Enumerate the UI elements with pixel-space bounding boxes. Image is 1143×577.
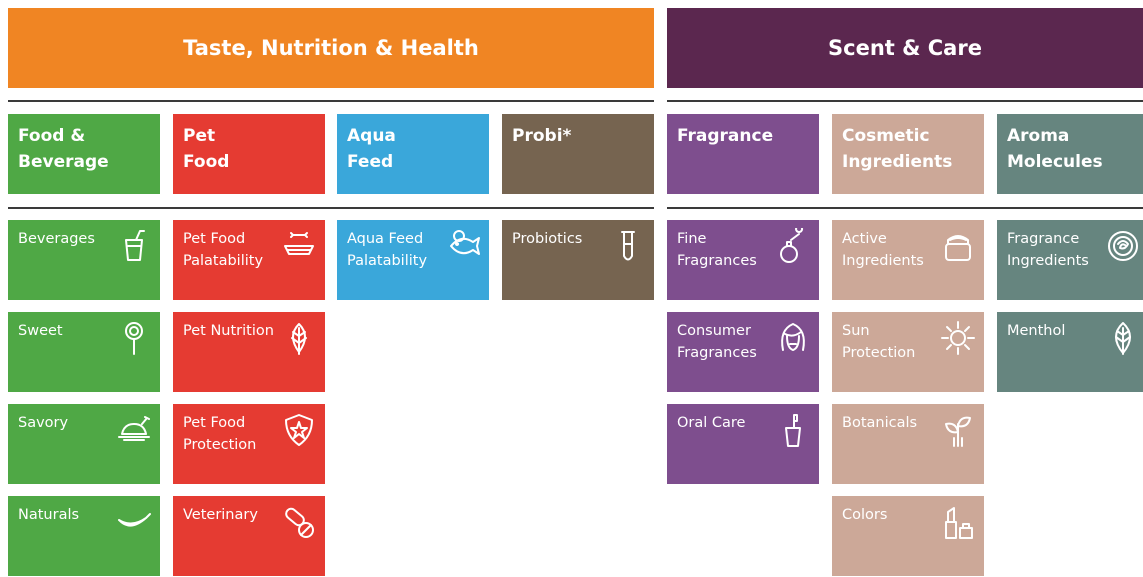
item-label: Active Ingredients xyxy=(842,231,924,269)
category-label: Cosmetic Ingredients xyxy=(842,126,953,172)
item-label: Naturals xyxy=(18,507,80,523)
category-label: Aqua Feed xyxy=(347,126,396,172)
item-label: Botanicals xyxy=(842,415,918,431)
cream-jar-icon xyxy=(940,228,976,264)
pills-icon xyxy=(281,504,317,540)
item-colors[interactable]: Colors xyxy=(832,496,984,576)
category-label: Pet Food xyxy=(183,126,230,172)
item-menthol[interactable]: Menthol xyxy=(997,312,1143,392)
item-sun-protection[interactable]: Sun Protection xyxy=(832,312,984,392)
item-fine-fragrances[interactable]: Fine Fragrances xyxy=(667,220,819,300)
mint-leaf-icon xyxy=(1105,320,1141,356)
item-botanicals[interactable]: Botanicals xyxy=(832,404,984,484)
item-probiotics[interactable]: Probiotics xyxy=(502,220,654,300)
category-cosmetic-ingredients[interactable]: Cosmetic Ingredients xyxy=(832,114,984,194)
leaf-icon xyxy=(281,320,317,356)
category-probi[interactable]: Probi* xyxy=(502,114,654,194)
lipstick-icon xyxy=(940,504,976,540)
item-label: Sweet xyxy=(18,323,63,339)
divider-taste-bottom xyxy=(8,207,654,209)
item-label: Beverages xyxy=(18,231,95,247)
category-label: Probi* xyxy=(512,126,572,146)
category-pet-food[interactable]: Pet Food xyxy=(173,114,325,194)
item-aqua-feed-palatability[interactable]: Aqua Feed Palatability xyxy=(337,220,489,300)
test-tube-icon xyxy=(610,228,646,264)
item-label: Probiotics xyxy=(512,231,583,247)
category-aroma-molecules[interactable]: Aroma Molecules xyxy=(997,114,1143,194)
item-sweet[interactable]: Sweet xyxy=(8,312,160,392)
item-label: Pet Food Palatability xyxy=(183,231,264,269)
perfume-bottle-icon xyxy=(775,228,811,264)
category-fragrance[interactable]: Fragrance xyxy=(667,114,819,194)
item-label: Pet Food Protection xyxy=(183,415,257,453)
item-label: Fragrance Ingredients xyxy=(1007,231,1089,269)
item-label: Veterinary xyxy=(183,507,258,523)
woman-face-icon xyxy=(775,320,811,356)
divider-scent-bottom xyxy=(667,207,1143,209)
item-label: Fine Fragrances xyxy=(677,231,757,269)
item-label: Savory xyxy=(18,415,69,431)
scent-care-banner: Scent & Care xyxy=(667,8,1143,88)
item-fragrance-ingredients[interactable]: Fragrance Ingredients xyxy=(997,220,1143,300)
toothbrush-cup-icon xyxy=(775,412,811,448)
category-label: Food & Beverage xyxy=(18,126,109,172)
fish-icon xyxy=(445,228,481,264)
item-label: Sun Protection xyxy=(842,323,916,361)
item-beverages[interactable]: Beverages xyxy=(8,220,160,300)
item-veterinary[interactable]: Veterinary xyxy=(173,496,325,576)
item-label: Menthol xyxy=(1007,323,1066,339)
shield-star-icon xyxy=(281,412,317,448)
divider-taste-top xyxy=(8,100,654,102)
item-pet-nutrition[interactable]: Pet Nutrition xyxy=(173,312,325,392)
plant-sprout-icon xyxy=(940,412,976,448)
chili-pepper-icon xyxy=(116,504,152,540)
item-pet-food-protection[interactable]: Pet Food Protection xyxy=(173,404,325,484)
lollipop-icon xyxy=(116,320,152,356)
pet-bowl-bone-icon xyxy=(281,228,317,264)
category-label: Fragrance xyxy=(677,126,774,146)
rose-icon xyxy=(1105,228,1141,264)
taste-nutrition-health-banner: Taste, Nutrition & Health xyxy=(8,8,654,88)
item-active-ingredients[interactable]: Active Ingredients xyxy=(832,220,984,300)
item-naturals[interactable]: Naturals xyxy=(8,496,160,576)
item-savory[interactable]: Savory xyxy=(8,404,160,484)
category-aqua-feed[interactable]: Aqua Feed xyxy=(337,114,489,194)
item-consumer-fragrances[interactable]: Consumer Fragrances xyxy=(667,312,819,392)
item-label: Colors xyxy=(842,507,888,523)
item-pet-food-palatability[interactable]: Pet Food Palatability xyxy=(173,220,325,300)
divider-scent-top xyxy=(667,100,1143,102)
item-label: Aqua Feed Palatability xyxy=(347,231,428,269)
item-label: Consumer Fragrances xyxy=(677,323,757,361)
item-oral-care[interactable]: Oral Care xyxy=(667,404,819,484)
category-food-beverage[interactable]: Food & Beverage xyxy=(8,114,160,194)
item-label: Pet Nutrition xyxy=(183,323,274,339)
roast-chicken-icon xyxy=(116,412,152,448)
sun-icon xyxy=(940,320,976,356)
category-label: Aroma Molecules xyxy=(1007,126,1103,172)
item-label: Oral Care xyxy=(677,415,746,431)
glass-with-straw-icon xyxy=(116,228,152,264)
